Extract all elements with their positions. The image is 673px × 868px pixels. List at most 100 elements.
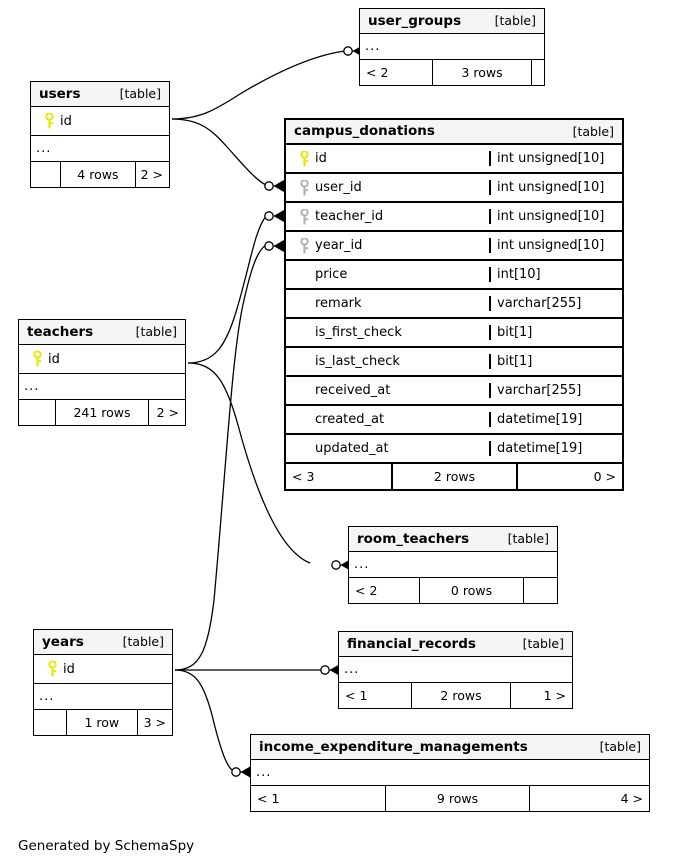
footer-parents-count: < 2 bbox=[355, 583, 378, 598]
footer-parents-count: < 2 bbox=[366, 65, 389, 80]
column-name: is_last_check bbox=[315, 354, 400, 369]
cardinality-zero-marker bbox=[343, 46, 353, 56]
column-name: user_id bbox=[315, 180, 362, 195]
column-name: is_first_check bbox=[315, 325, 402, 340]
column-name-cell: received_at bbox=[286, 382, 489, 400]
cardinality-zero-marker bbox=[320, 665, 330, 675]
column-row[interactable]: id int unsigned[10] bbox=[286, 145, 622, 174]
table-footer: < 2 0 rows bbox=[349, 578, 557, 603]
relationship-edge bbox=[187, 215, 267, 364]
column-type: int[10] bbox=[489, 267, 622, 282]
table-node-income_expenditure_managements[interactable]: income_expenditure_managements[table]...… bbox=[250, 734, 650, 812]
column-name: updated_at bbox=[315, 441, 389, 456]
footer-row-count: 2 rows bbox=[411, 683, 511, 708]
footer-parents-count bbox=[19, 400, 55, 425]
no-key-spacer bbox=[293, 440, 315, 458]
footer-children-count: 3 > bbox=[143, 715, 166, 730]
cardinality-many-marker bbox=[273, 240, 284, 252]
table-footer: < 2 3 rows bbox=[360, 60, 544, 85]
column-name-cell: is_last_check bbox=[286, 353, 489, 371]
footer-parents-count: < 1 bbox=[345, 688, 368, 703]
table-node-user_groups[interactable]: user_groups[table]... < 2 3 rows bbox=[359, 8, 545, 86]
table-name: years bbox=[42, 633, 84, 650]
column-row[interactable]: remark varchar[255] bbox=[286, 290, 622, 319]
table-header[interactable]: years[table] bbox=[34, 630, 172, 655]
hidden-columns-ellipsis[interactable]: ... bbox=[34, 684, 172, 710]
table-header[interactable]: teachers[table] bbox=[19, 320, 185, 345]
primary-key-icon bbox=[41, 660, 63, 678]
column-type: varchar[255] bbox=[489, 296, 622, 311]
table-header[interactable]: campus_donations[table] bbox=[286, 120, 622, 145]
hidden-columns-ellipsis[interactable]: ... bbox=[251, 760, 649, 786]
column-name-cell: id bbox=[34, 660, 172, 678]
table-node-teachers[interactable]: teachers[table] id...241 rows 2 > bbox=[18, 319, 186, 426]
column-name: teacher_id bbox=[315, 209, 384, 224]
column-name: id bbox=[315, 151, 327, 166]
table-header[interactable]: users[table] bbox=[31, 82, 169, 107]
table-name: user_groups bbox=[368, 12, 462, 29]
footer-parents-count bbox=[31, 162, 60, 187]
footer-children-count: 2 > bbox=[156, 405, 179, 420]
footer-parents-count: < 1 bbox=[257, 791, 280, 806]
footer-row-count: 0 rows bbox=[419, 578, 524, 603]
column-name-cell: updated_at bbox=[286, 440, 489, 458]
cardinality-many-marker bbox=[273, 180, 284, 192]
footer-row-count: 1 row bbox=[65, 710, 138, 735]
column-row[interactable]: id bbox=[31, 107, 169, 136]
hidden-columns-ellipsis[interactable]: ... bbox=[349, 552, 557, 578]
column-row[interactable]: price int[10] bbox=[286, 261, 622, 290]
table-node-financial_records[interactable]: financial_records[table]... < 1 2 rows 1 > bbox=[338, 631, 573, 709]
table-type-tag: [table] bbox=[507, 531, 549, 546]
table-header[interactable]: financial_records[table] bbox=[339, 632, 572, 657]
hidden-columns-ellipsis[interactable]: ... bbox=[360, 34, 544, 60]
cardinality-zero-marker bbox=[331, 560, 341, 570]
column-name: id bbox=[48, 351, 60, 367]
column-type: varchar[255] bbox=[489, 383, 622, 398]
footer-children-count bbox=[524, 578, 557, 603]
column-type: int unsigned[10] bbox=[489, 151, 622, 166]
column-name-cell: year_id bbox=[286, 237, 489, 255]
footer-children-count: 0 > bbox=[593, 469, 616, 484]
column-name-cell: id bbox=[19, 350, 185, 368]
column-type: datetime[19] bbox=[489, 412, 622, 427]
column-name-cell: id bbox=[31, 112, 169, 130]
table-header[interactable]: income_expenditure_managements[table] bbox=[251, 735, 649, 760]
table-type-tag: [table] bbox=[135, 324, 177, 339]
no-key-spacer bbox=[293, 353, 315, 371]
column-row[interactable]: id bbox=[19, 345, 185, 374]
relationship-edge bbox=[174, 669, 233, 771]
footer-row-count: 3 rows bbox=[432, 60, 532, 85]
table-header[interactable]: user_groups[table] bbox=[360, 9, 544, 34]
table-node-room_teachers[interactable]: room_teachers[table]... < 2 0 rows bbox=[348, 526, 558, 604]
table-node-years[interactable]: years[table] id...1 row 3 > bbox=[33, 629, 173, 736]
cardinality-zero-marker bbox=[264, 181, 274, 191]
table-header[interactable]: room_teachers[table] bbox=[349, 527, 557, 552]
column-name: price bbox=[315, 267, 348, 282]
column-name-cell: created_at bbox=[286, 411, 489, 429]
column-name: year_id bbox=[315, 238, 363, 253]
foreign-key-icon bbox=[293, 237, 315, 255]
footer-row-count: 2 rows bbox=[391, 464, 518, 489]
column-row[interactable]: id bbox=[34, 655, 172, 684]
cardinality-zero-marker bbox=[264, 241, 274, 251]
footer-children-count: 1 > bbox=[543, 688, 566, 703]
column-name: remark bbox=[315, 296, 362, 311]
hidden-columns-ellipsis[interactable]: ... bbox=[339, 657, 572, 683]
footer-row-count: 241 rows bbox=[55, 400, 149, 425]
footer-row-count: 4 rows bbox=[60, 162, 136, 187]
table-node-campus_donations[interactable]: campus_donations[table]id int unsigned[10… bbox=[284, 118, 624, 491]
hidden-columns-ellipsis[interactable]: ... bbox=[19, 374, 185, 400]
hidden-columns-ellipsis[interactable]: ... bbox=[31, 136, 169, 162]
table-name: income_expenditure_managements bbox=[259, 738, 528, 755]
table-name: financial_records bbox=[347, 635, 476, 652]
